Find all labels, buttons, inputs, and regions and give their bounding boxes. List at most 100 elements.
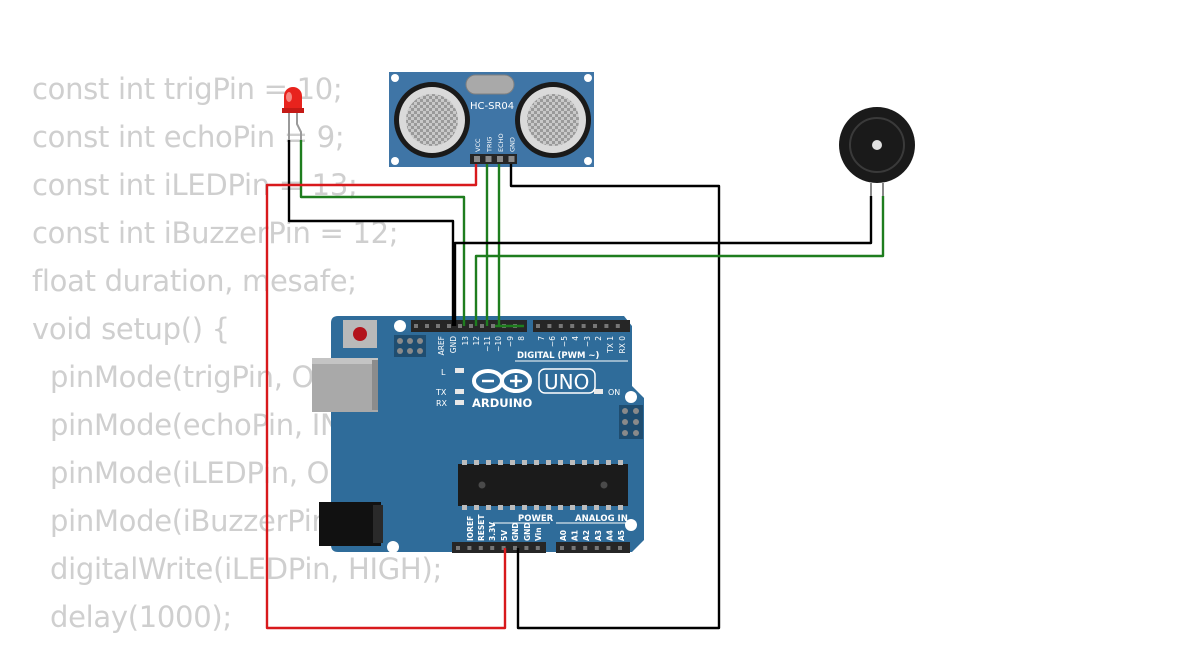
header-pin[interactable] — [436, 324, 440, 328]
sensor-pin-label: TRIG — [486, 137, 494, 153]
pin-label: RESET — [477, 514, 486, 541]
pin-label: ~11 — [483, 336, 492, 352]
header-pin[interactable] — [606, 546, 611, 550]
wire-sensor-vcc — [265, 164, 507, 630]
header-pin[interactable] — [558, 324, 563, 328]
pin-label: A5 — [617, 530, 626, 541]
pin-label: AREF — [437, 336, 446, 355]
header-pin[interactable] — [467, 546, 472, 550]
code-line: digitalWrite(iLEDPin, HIGH); — [50, 552, 442, 586]
mounting-hole — [625, 391, 637, 403]
pin-label: A3 — [594, 530, 603, 541]
code-line: const int echoPin = 9; — [32, 120, 345, 154]
code-line: const int trigPin = 10; — [32, 72, 343, 106]
mounting-hole — [394, 320, 406, 332]
pin-label: 4 — [571, 336, 580, 341]
transducer-left — [394, 82, 470, 158]
circuit-canvas[interactable]: DIGITAL (PWM ~) L TX RX ON UNO ARDUINO — [0, 0, 1200, 630]
pin-label: A0 — [559, 530, 568, 541]
pin-label: ~10 — [494, 336, 503, 352]
header-pin[interactable] — [491, 324, 495, 328]
wire-sensor-gnd — [509, 164, 721, 630]
code-line: void setup() { — [32, 312, 230, 346]
header-pin[interactable] — [447, 324, 451, 328]
sensor-pin-header — [470, 154, 517, 164]
header-pin[interactable] — [570, 324, 575, 328]
atmega-chip — [458, 460, 628, 510]
led-rx-label: RX — [436, 399, 448, 408]
header-pin[interactable] — [513, 546, 517, 550]
power-header — [452, 542, 630, 553]
header-pin[interactable] — [593, 324, 597, 328]
wire-led-anode — [299, 140, 466, 326]
usb-connector — [312, 358, 378, 412]
wire-led-gnd — [287, 140, 455, 326]
wire-buzzer-gnd — [453, 196, 873, 326]
status-leds — [455, 368, 603, 405]
header-pin[interactable] — [490, 546, 495, 550]
header-pin[interactable] — [524, 546, 529, 550]
pin-label: A2 — [582, 530, 591, 541]
header-pin[interactable] — [581, 324, 586, 328]
header-pin[interactable] — [615, 324, 620, 328]
pin-label: A1 — [571, 530, 580, 541]
header-pin[interactable] — [618, 546, 622, 550]
header-pin[interactable] — [547, 324, 552, 328]
header-pin[interactable] — [560, 546, 564, 550]
header-pin[interactable] — [480, 324, 484, 328]
arduino-uno-board[interactable]: DIGITAL (PWM ~) L TX RX ON UNO ARDUINO — [312, 316, 644, 553]
header-pin[interactable] — [501, 546, 506, 550]
pin-label: Vin — [534, 527, 543, 541]
power-label: POWER — [518, 514, 554, 524]
header-pin[interactable] — [456, 546, 460, 550]
red-led[interactable] — [282, 87, 304, 140]
piezo-buzzer[interactable] — [839, 107, 915, 196]
icsp-header-right — [619, 405, 643, 439]
wire-buzzer-signal — [474, 196, 885, 326]
mounting-hole — [625, 519, 637, 531]
pin-label: 12 — [472, 336, 481, 346]
pin-label: ~9 — [506, 336, 515, 347]
reset-button[interactable] — [343, 320, 377, 348]
header-pin[interactable] — [469, 324, 473, 328]
header-pin[interactable] — [583, 546, 588, 550]
pin-label: RX 0 — [618, 336, 627, 354]
code-line: float duration, mesafe; — [32, 264, 357, 298]
transducer-right — [515, 82, 591, 158]
header-pin[interactable] — [478, 546, 483, 550]
analog-label: ANALOG IN — [575, 514, 628, 524]
pin-label: 7 — [537, 336, 546, 341]
pin-label: 2 — [594, 336, 603, 341]
header-pin[interactable] — [414, 324, 418, 328]
header-pin[interactable] — [458, 324, 462, 328]
pin-label: GND — [449, 336, 458, 353]
pin-label: A4 — [605, 530, 614, 541]
uno-badge — [538, 368, 596, 394]
pin-label: 8 — [517, 336, 526, 341]
arduino-brand-label: ARDUINO — [472, 396, 533, 410]
header-pin[interactable] — [571, 546, 576, 550]
pin-label: GND — [523, 522, 532, 541]
icsp-header — [394, 335, 426, 357]
code-line: delay(1000); — [50, 600, 232, 634]
pin-label: 3.3V — [488, 522, 497, 541]
sensor-name: HC-SR04 — [470, 101, 514, 112]
sensor-pin-label: ECHO — [497, 133, 505, 152]
on-label: ON — [608, 388, 620, 397]
power-jack — [319, 502, 383, 546]
led-tx-label: TX — [435, 388, 447, 397]
code-line: const int iBuzzerPin = 12; — [32, 216, 399, 250]
pin-label: ~3 — [583, 336, 592, 347]
pin-label: ~5 — [560, 336, 569, 347]
header-pin[interactable] — [535, 546, 540, 550]
header-pin[interactable] — [425, 324, 429, 328]
pin-label: TX 1 — [606, 336, 615, 354]
pin-label: ~6 — [548, 336, 557, 347]
digital-label: DIGITAL (PWM ~) — [517, 351, 599, 361]
header-pin[interactable] — [604, 324, 609, 328]
crystal — [465, 74, 515, 95]
header-pin[interactable] — [594, 546, 599, 550]
sensor-pin-label: GND — [509, 137, 517, 152]
header-pin[interactable] — [536, 324, 540, 328]
